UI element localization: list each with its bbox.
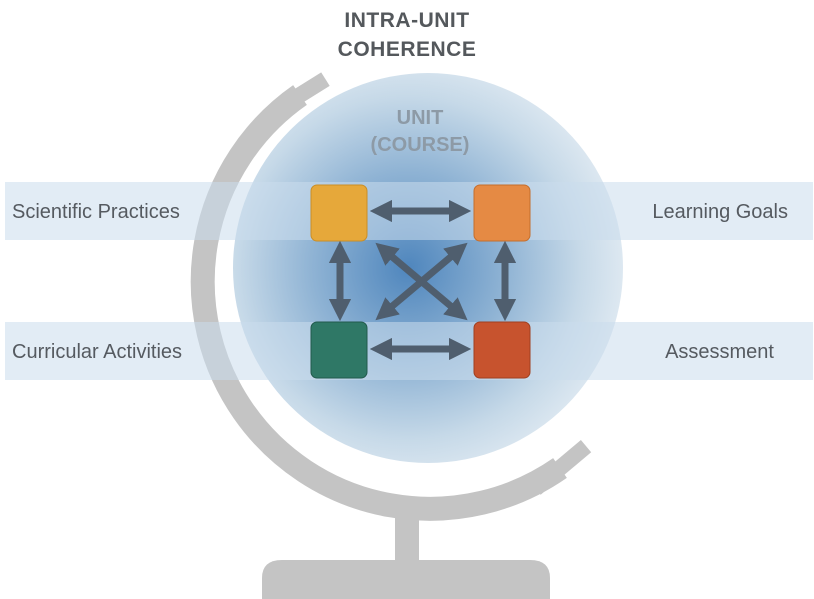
assessment-label: Assessment: [665, 341, 774, 363]
globe-base: [262, 560, 550, 599]
unit-line-1: UNIT: [396, 107, 444, 129]
title-line-1: INTRA-UNIT: [344, 9, 470, 32]
title-line-2: COHERENCE: [337, 38, 477, 61]
learning-goals-square: [473, 184, 531, 242]
scientific-practices-square: [310, 184, 368, 242]
unit-line-2: (COURSE): [370, 134, 470, 156]
assessment-square: [473, 321, 531, 379]
bottom-pin: [530, 440, 592, 495]
arrow-diagonal-2: [375, 242, 468, 321]
learning-goals-label: Learning Goals: [652, 201, 788, 223]
diagram-title: INTRA-UNIT COHERENCE: [307, 6, 507, 64]
unit-label: UNIT (COURSE): [355, 105, 485, 159]
curricular-activities-label: Curricular Activities: [12, 341, 183, 363]
curricular-activities-square: [310, 321, 368, 379]
top-pin: [270, 72, 330, 118]
globe-meridian-arc: [190, 85, 567, 521]
scientific-practices-label: Scientific Practices: [12, 201, 180, 223]
